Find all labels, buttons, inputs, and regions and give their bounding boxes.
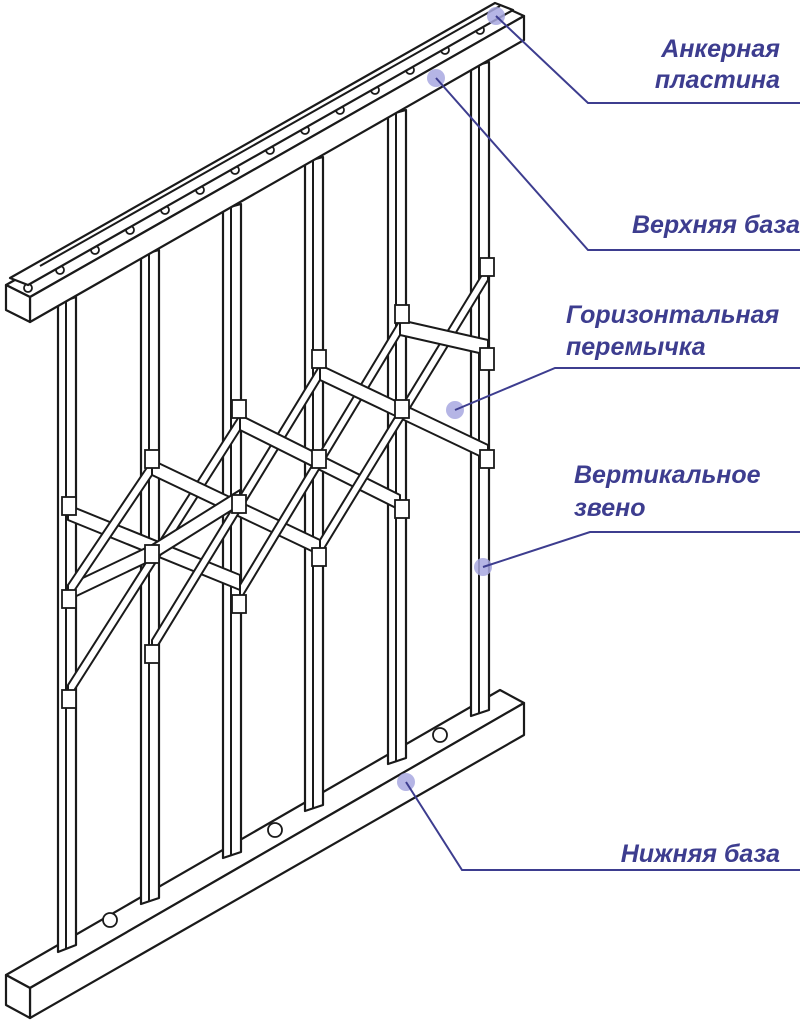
label-top-base: Верхняя база	[632, 211, 800, 239]
label-horizontal-link-line2: перемычка	[566, 333, 706, 361]
leader-bottom-base	[397, 773, 800, 871]
label-anchor-plate-line1: Анкерная	[660, 35, 780, 63]
label-vertical-link-line1: Вертикальное	[574, 461, 761, 489]
top-base	[4, 3, 526, 324]
label-horizontal-link-line1: Горизонтальная	[566, 301, 780, 329]
leader-vertical-link	[474, 531, 800, 576]
label-bottom-base: Нижняя база	[621, 840, 780, 868]
leader-horizontal-link	[446, 367, 800, 419]
anchor-plate	[8, 1, 515, 287]
leader-top-base	[427, 69, 800, 251]
label-vertical-link-line2: звено	[574, 494, 646, 522]
horizontal-link-lattice	[61, 257, 495, 709]
bottom-base	[4, 688, 526, 1020]
label-anchor-plate-line2: пластина	[655, 66, 780, 94]
leader-anchor-plate	[487, 7, 800, 104]
